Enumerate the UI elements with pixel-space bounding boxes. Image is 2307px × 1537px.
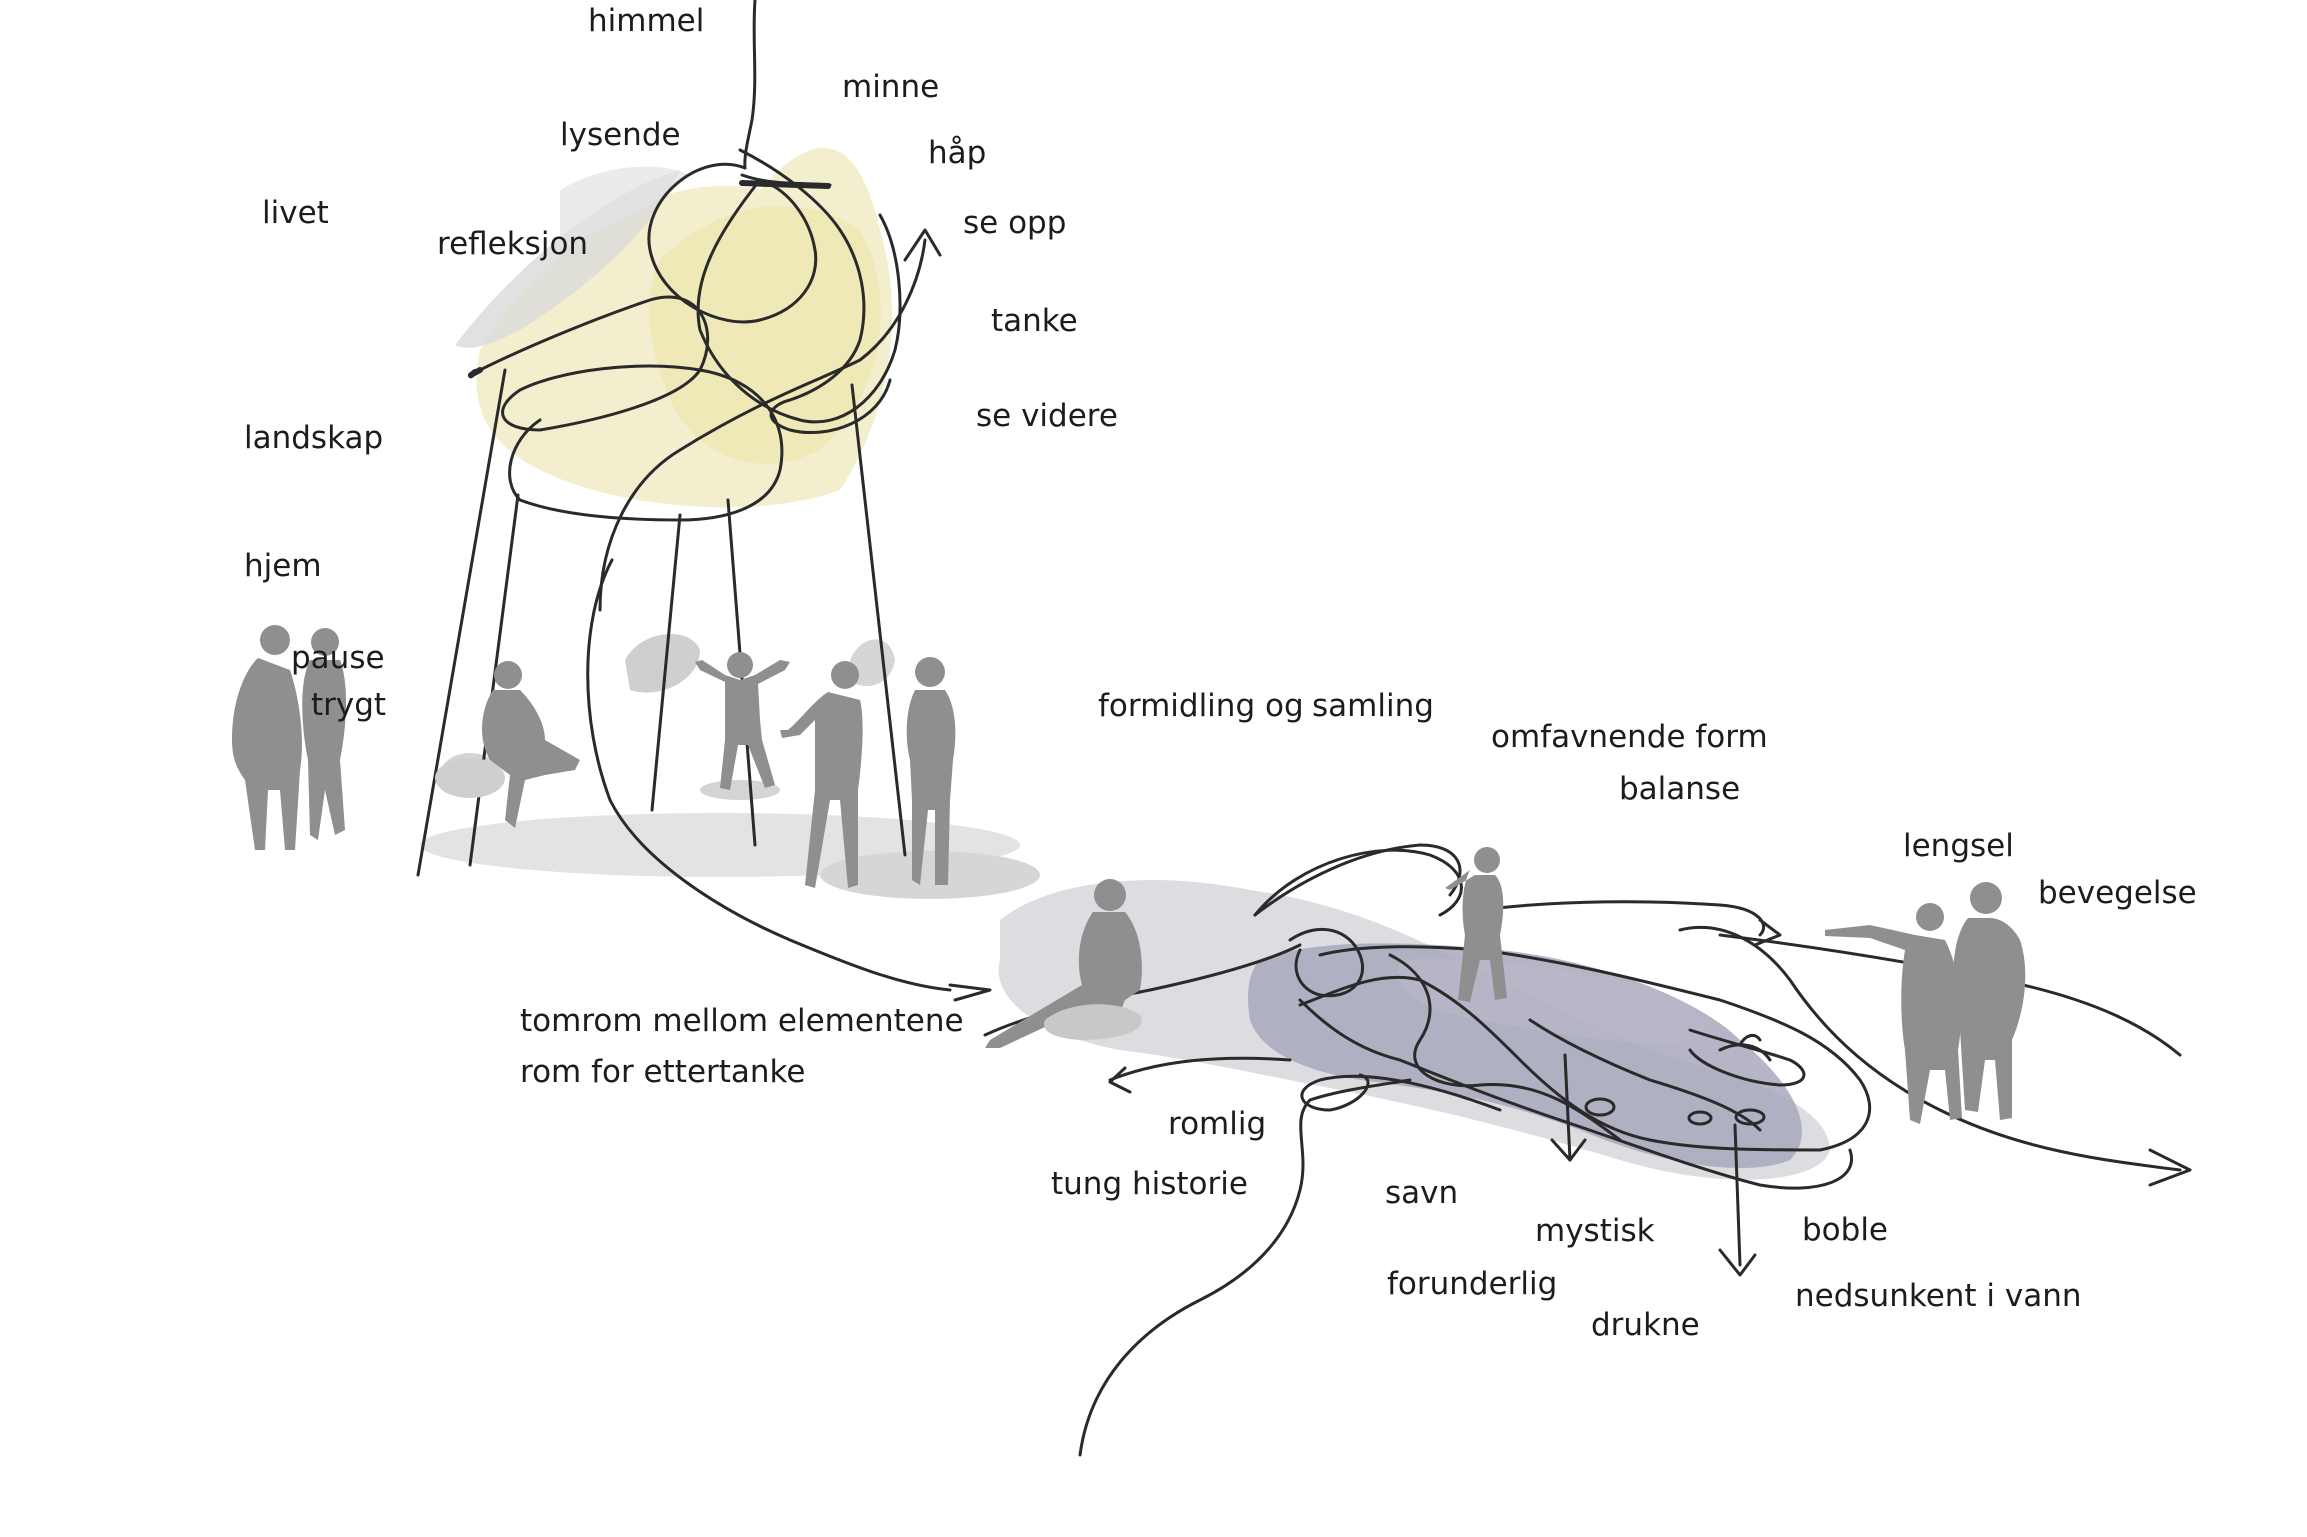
word-haap: håp [928,138,986,169]
word-se-videre: se videre [976,401,1118,432]
word-hjem: hjem [244,551,322,582]
word-omfavnende-form: omfavnende form [1491,722,1768,753]
word-se-opp: se opp [963,208,1066,239]
word-boble: boble [1802,1215,1888,1246]
word-rom-for-ettertanke: rom for ettertanke [520,1057,805,1088]
word-tanke: tanke [991,306,1078,337]
arms-raised-figure [695,652,790,790]
word-forunderlig: forunderlig [1387,1269,1557,1300]
word-nedsunkent: nedsunkent i vann [1795,1281,2082,1312]
word-refleksjon: refleksjon [437,229,588,260]
word-balanse: balanse [1619,774,1740,805]
word-livet: livet [262,198,329,229]
word-pause: pause [291,643,385,674]
word-romlig: romlig [1168,1109,1266,1140]
word-mystisk: mystisk [1535,1216,1655,1247]
word-landskap: landskap [244,423,383,454]
couple-right-figure [1825,882,2025,1124]
word-tung-historie: tung historie [1051,1169,1248,1200]
word-samling: samling [1312,691,1434,722]
word-minne: minne [842,72,939,103]
word-bevegelse: bevegelse [2038,878,2197,909]
word-savn: savn [1385,1178,1458,1209]
word-trygt: trygt [311,690,386,721]
word-formidling: formidling og [1098,691,1304,722]
sitting-woman-figure [482,661,580,828]
word-tomrom: tomrom mellom elementene [520,1006,964,1037]
word-drukne: drukne [1591,1310,1700,1341]
word-lengsel: lengsel [1903,831,2014,862]
word-himmel: himmel [588,6,704,37]
word-lysende: lysende [560,120,681,151]
